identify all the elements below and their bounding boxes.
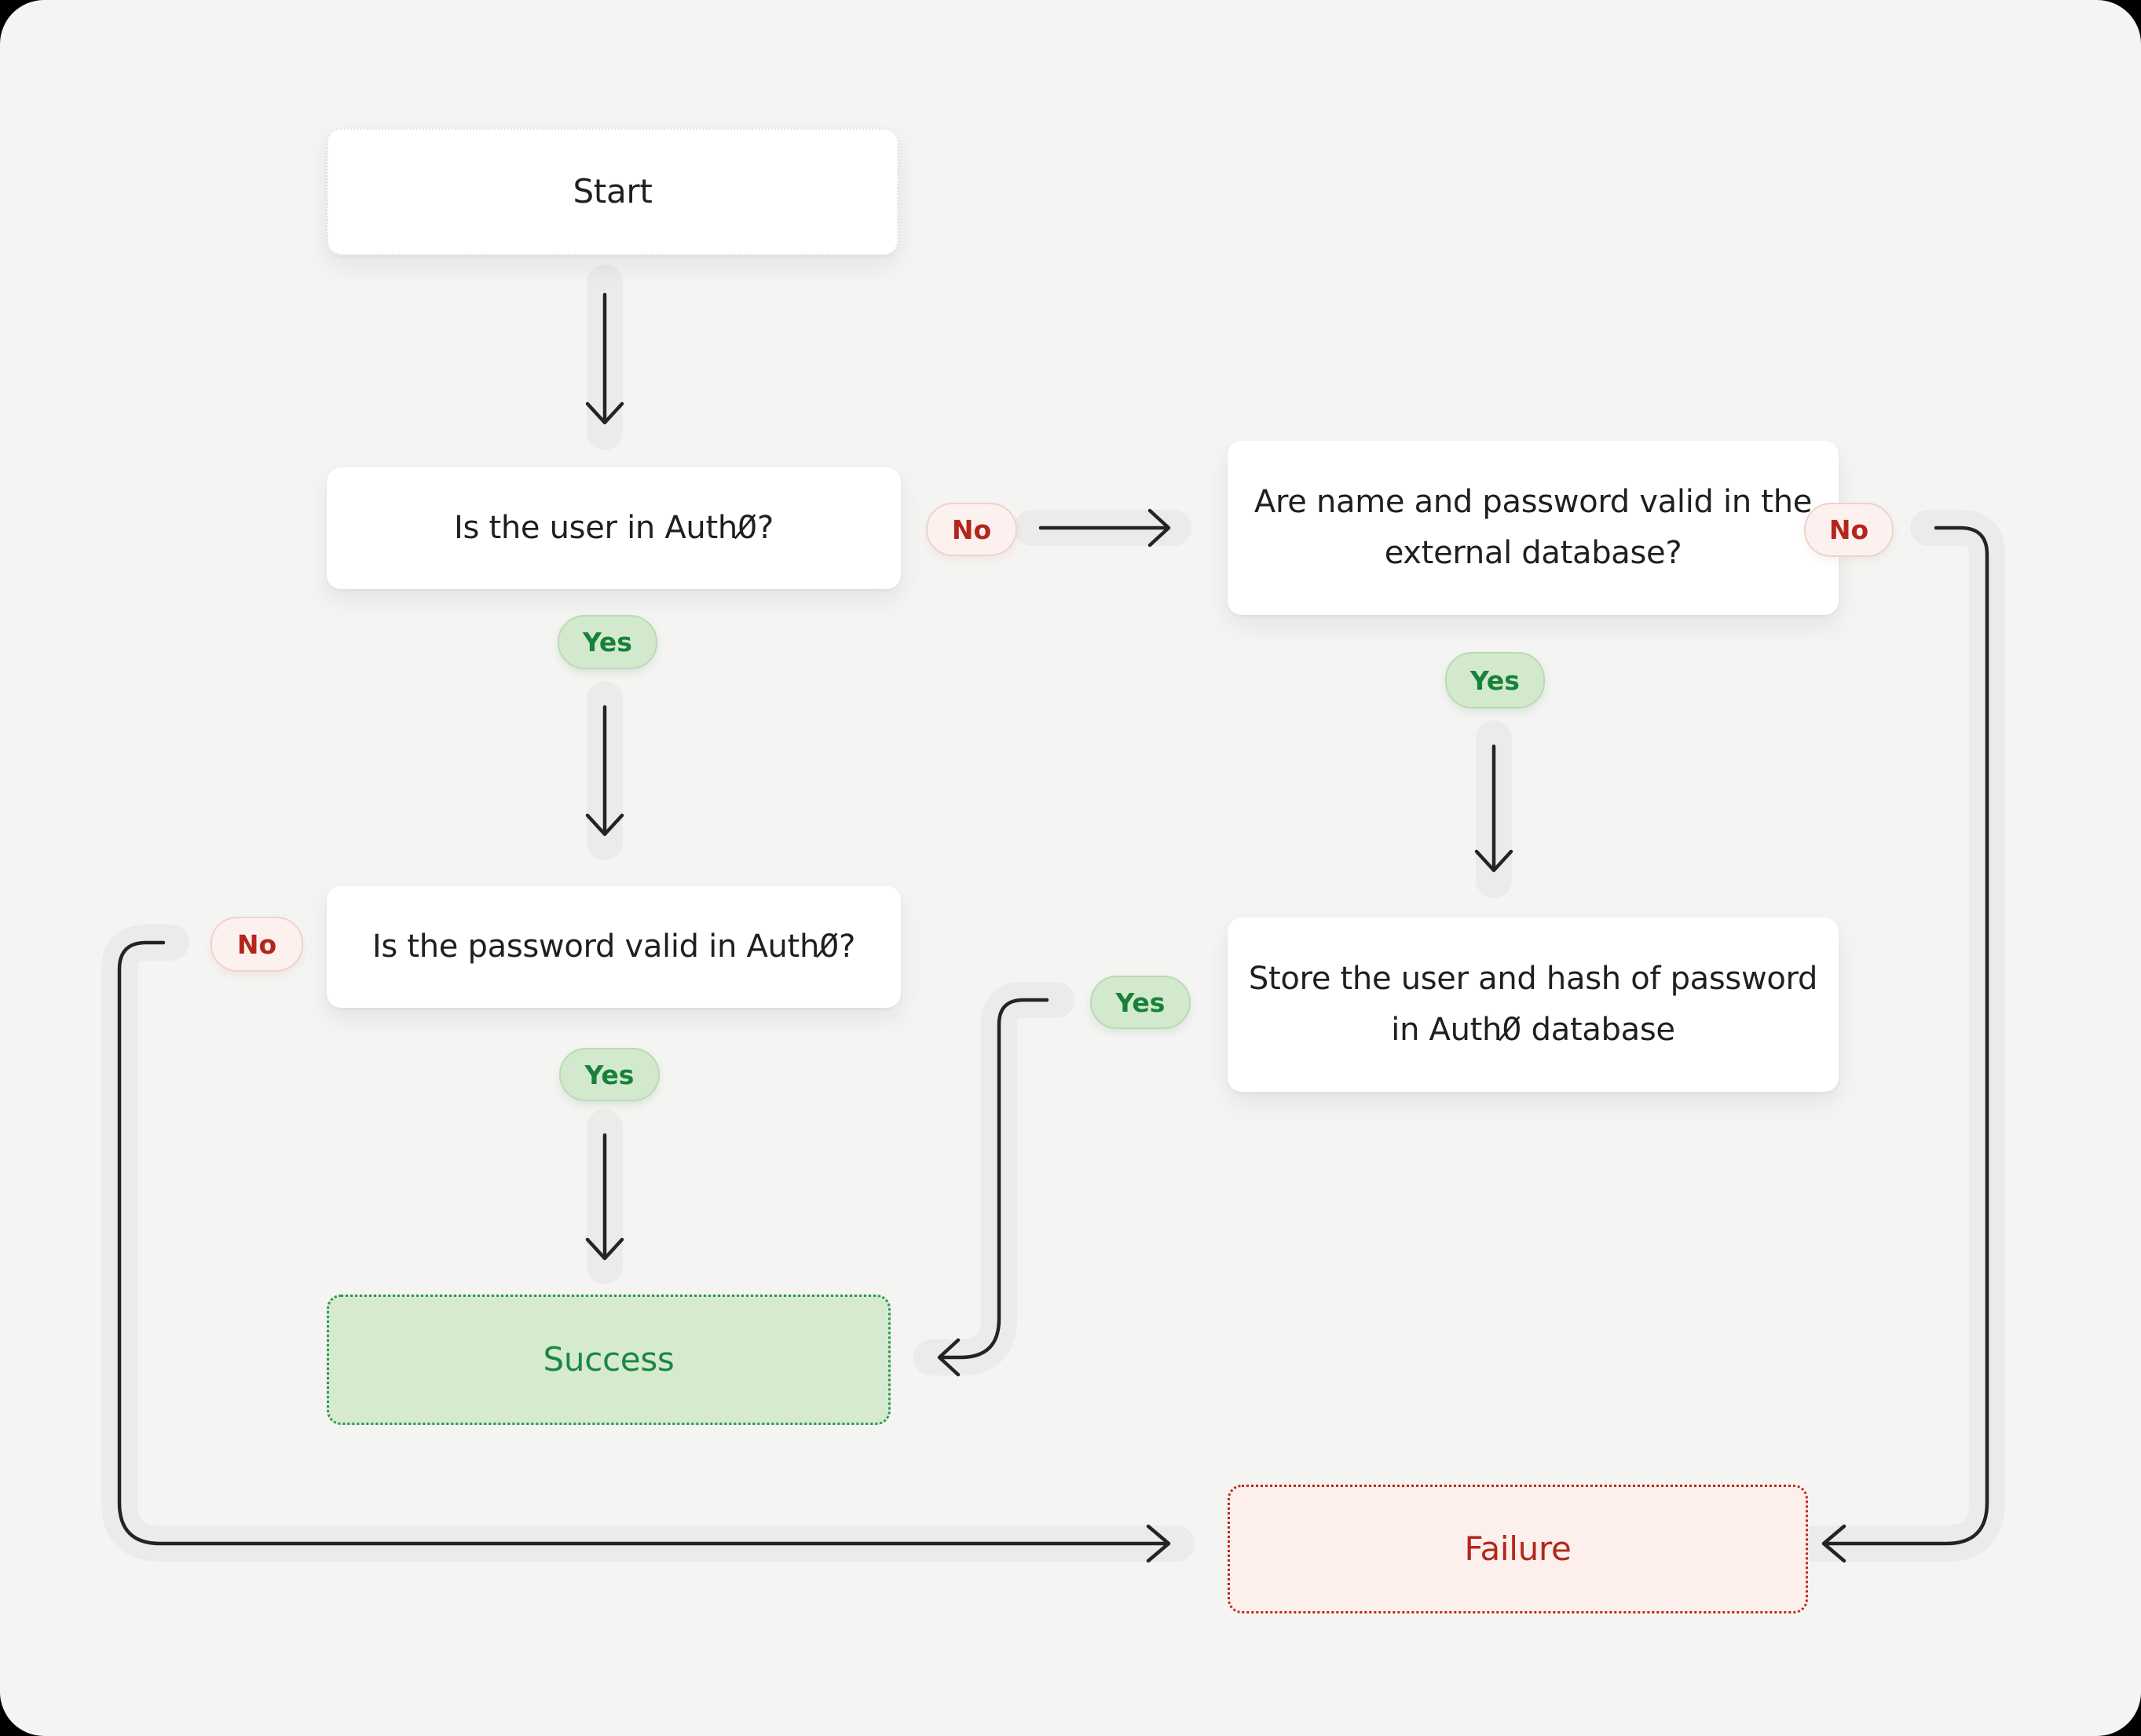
- edge-qexternal-no-halo: [1796, 510, 2005, 1562]
- edge-qpassword-no-arrowhead: [1146, 1524, 1171, 1563]
- node-is-user-in-auth0: Is the user in Auth0̸?: [327, 467, 901, 589]
- pill-yes-qexternal: Yes: [1445, 652, 1545, 709]
- edge-qpassword-no: [117, 940, 1168, 1546]
- node-start: Start: [327, 128, 898, 255]
- pill-no-qpassword: No: [210, 917, 303, 972]
- pill-yes-store: Yes: [1090, 976, 1191, 1029]
- node-external-db-valid: Are name and password valid in the exter…: [1228, 441, 1839, 615]
- edge-start-to-quser-arrowhead: [585, 401, 624, 425]
- node-success: Success: [327, 1295, 891, 1425]
- edge-store-yes: [939, 998, 1049, 1360]
- edge-quser-yes-arrowhead: [585, 813, 624, 837]
- edge-qexternal-no-arrowhead: [1821, 1524, 1846, 1563]
- edge-qpassword-yes-arrowhead: [585, 1237, 624, 1261]
- edge-quser-no-arrowhead: [1147, 508, 1171, 548]
- pill-no-quser: No: [926, 503, 1017, 556]
- pill-yes-quser: Yes: [558, 615, 657, 669]
- node-is-password-valid: Is the password valid in Auth0̸?: [327, 886, 901, 1008]
- edge-qexternal-yes-arrowhead: [1474, 849, 1513, 873]
- node-failure: Failure: [1228, 1485, 1808, 1613]
- edge-store-yes-arrowhead: [937, 1338, 961, 1377]
- node-store-user-hash: Store the user and hash of password in A…: [1228, 917, 1839, 1092]
- edge-store-yes-halo: [913, 982, 1074, 1375]
- edge-qpassword-no-halo: [101, 925, 1195, 1562]
- pill-no-qexternal: No: [1804, 503, 1894, 557]
- pill-yes-qpassword: Yes: [559, 1048, 660, 1101]
- edge-qexternal-no: [1823, 526, 1989, 1546]
